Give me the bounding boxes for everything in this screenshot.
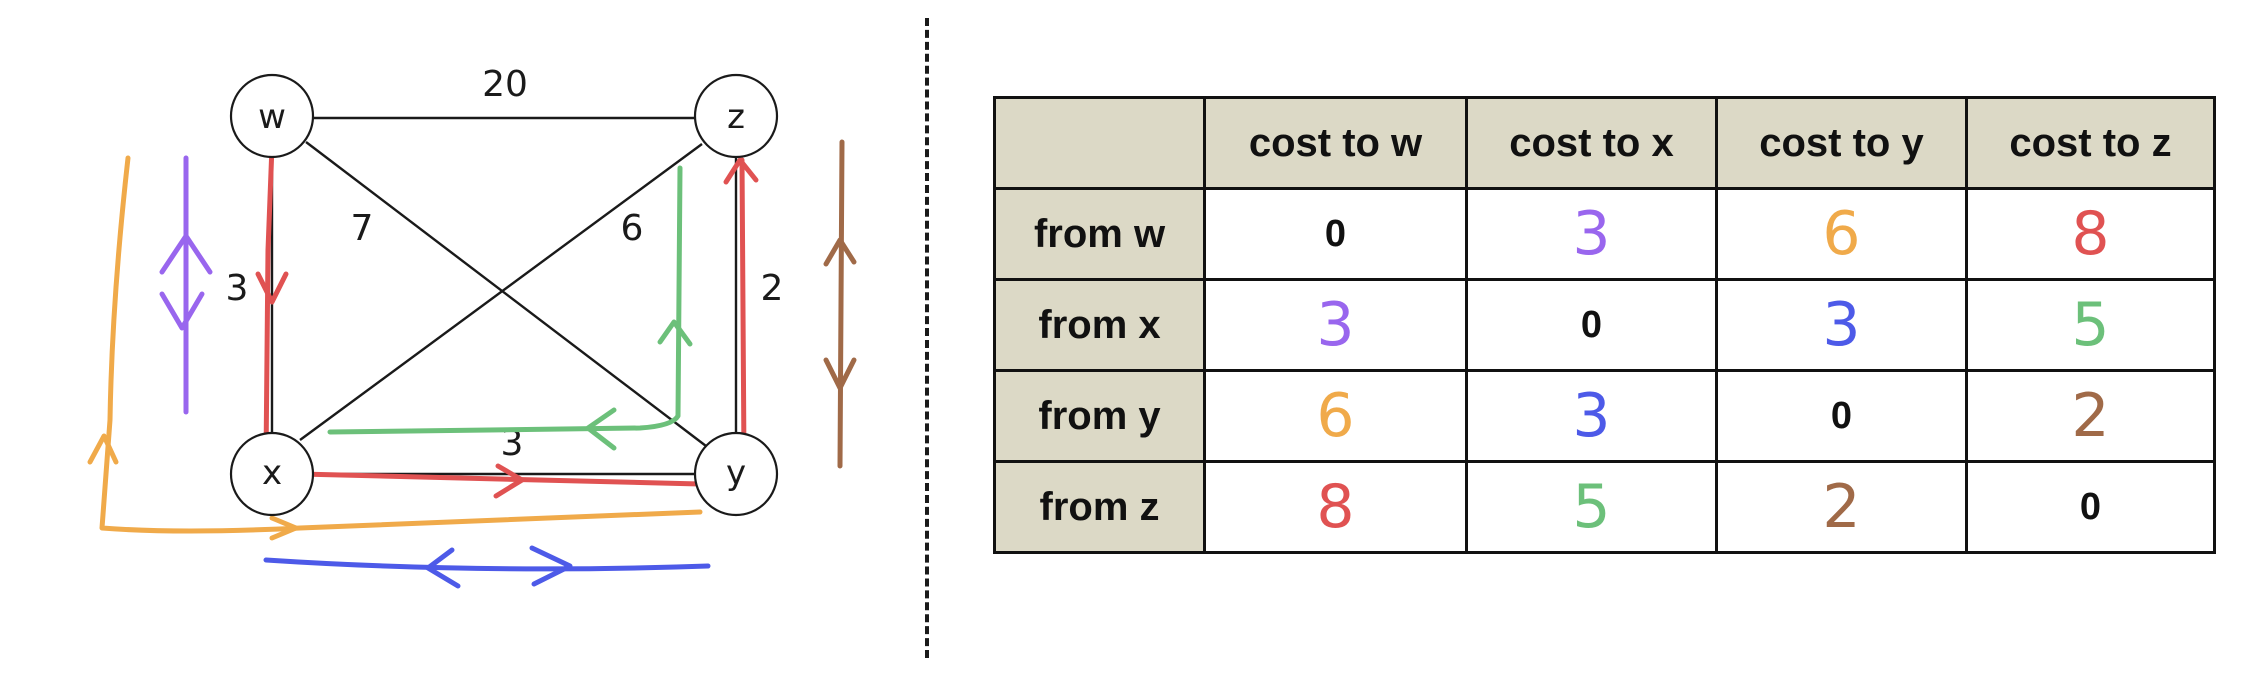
orange-path <box>99 155 703 534</box>
weight-z-x: 6 <box>621 208 644 249</box>
col-header-cost-to-w: cost to w <box>1203 96 1468 190</box>
edge-weights: 20 3 7 6 2 3 <box>226 64 784 464</box>
table-cell: 3 <box>1715 278 1968 372</box>
row-header-from-z: from z <box>993 460 1206 554</box>
table-cell: 0 <box>1203 187 1468 281</box>
orange-arrow-up-icon <box>87 433 119 465</box>
table-row: from y 6 3 0 2 <box>993 369 2216 463</box>
weight-z-y: 2 <box>761 268 784 309</box>
graph-edges <box>270 116 738 476</box>
table-cell: 2 <box>1715 460 1968 554</box>
green-path <box>327 165 683 435</box>
table-cell: 5 <box>1465 460 1718 554</box>
blue-arrow-left-icon <box>425 547 461 589</box>
node-z: z <box>693 73 779 159</box>
red-arrow-down-icon <box>255 271 289 305</box>
edge-z-x <box>299 143 703 441</box>
table-cell: 0 <box>1465 278 1718 372</box>
red-arrow-up-icon <box>723 157 759 185</box>
red-arrow-right-icon <box>493 463 525 499</box>
weight-w-z: 20 <box>482 64 528 105</box>
row-header-from-x: from x <box>993 278 1206 372</box>
node-y: y <box>693 431 779 517</box>
table-cell: 2 <box>1965 369 2216 463</box>
weight-w-x: 3 <box>226 268 249 309</box>
table-cell: 3 <box>1465 369 1718 463</box>
table-cell: 8 <box>1203 460 1468 554</box>
green-arrow-up-icon <box>657 319 693 347</box>
purple-arrow-down-icon <box>159 291 205 331</box>
table-cell: 6 <box>1715 187 1968 281</box>
table-cell: 8 <box>1965 187 2216 281</box>
distance-table: cost to w cost to x cost to y cost to z … <box>993 96 2216 554</box>
table-row: from x 3 0 3 5 <box>993 278 2216 372</box>
node-w-label: w <box>258 97 286 137</box>
weight-x-y: 3 <box>501 423 524 464</box>
brown-arrow-up-icon <box>823 237 857 267</box>
table-row: from z 8 5 2 0 <box>993 460 2216 554</box>
node-x-label: x <box>262 453 282 493</box>
edge-w-y <box>305 141 707 447</box>
brown-arrow-down-icon <box>823 357 857 391</box>
orange-arrow-right-icon <box>269 515 299 541</box>
node-z-label: z <box>727 97 745 137</box>
green-arrow-left-icon <box>585 407 617 451</box>
dashed-divider <box>925 18 929 658</box>
row-header-from-y: from y <box>993 369 1206 463</box>
table-header-row: cost to w cost to x cost to y cost to z <box>993 96 2216 190</box>
table-cell: 3 <box>1465 187 1718 281</box>
table-cell: 0 <box>1965 460 2216 554</box>
purple-arrow-up-icon <box>159 233 213 275</box>
blue-arrow-right-icon <box>529 545 573 587</box>
highlighted-paths <box>87 139 857 589</box>
network-graph: 20 3 7 6 2 3 w <box>87 64 857 589</box>
table-cell: 0 <box>1715 369 1968 463</box>
node-x: x <box>229 431 315 517</box>
table-row: from w 0 3 6 8 <box>993 187 2216 281</box>
table-cell: 3 <box>1203 278 1468 372</box>
col-header-cost-to-y: cost to y <box>1715 96 1968 190</box>
node-w: w <box>229 73 315 159</box>
brown-path <box>837 139 845 469</box>
node-y-label: y <box>726 453 746 493</box>
col-header-cost-to-x: cost to x <box>1465 96 1718 190</box>
blue-path <box>263 557 711 572</box>
weight-w-y: 7 <box>351 208 374 249</box>
table-cell: 5 <box>1965 278 2216 372</box>
table-corner-cell <box>993 96 1206 190</box>
table-cell: 6 <box>1203 369 1468 463</box>
row-header-from-w: from w <box>993 187 1206 281</box>
col-header-cost-to-z: cost to z <box>1965 96 2216 190</box>
graph-nodes: w z x y <box>229 73 779 517</box>
